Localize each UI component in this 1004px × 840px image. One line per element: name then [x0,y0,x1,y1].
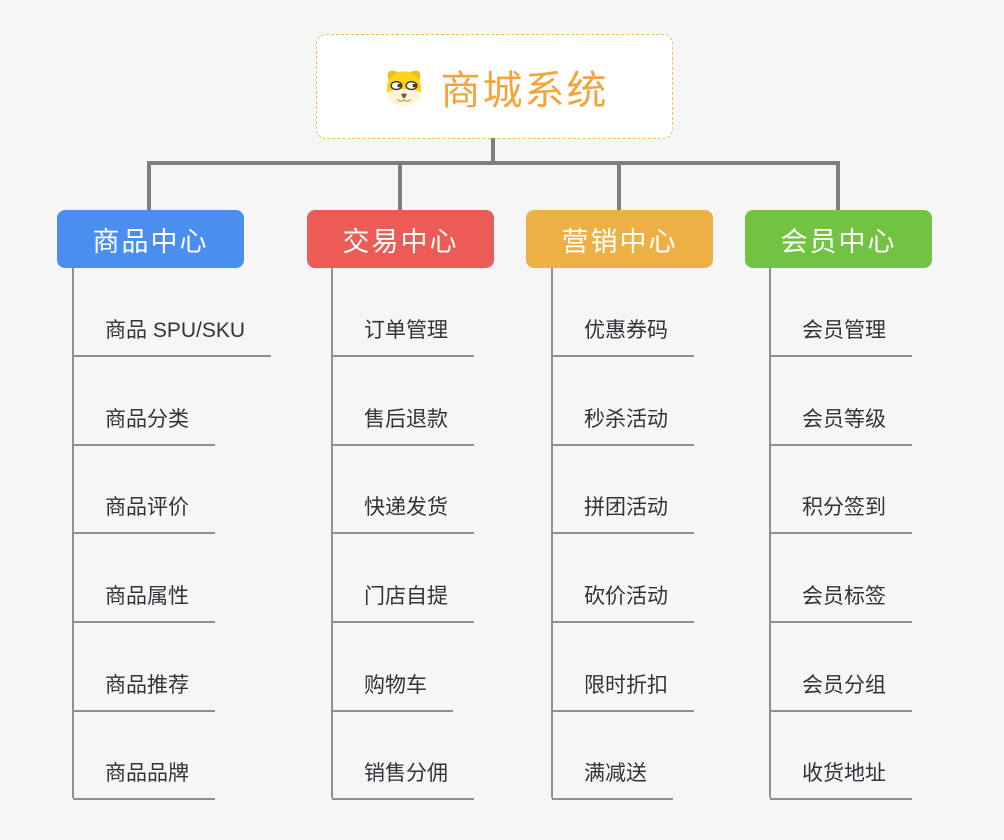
child-item[interactable]: 售后退款 [332,405,474,446]
dog-face-icon [386,70,421,106]
child-item[interactable]: 限时折扣 [552,671,694,712]
tree-connector-bus [147,161,840,165]
child-item-label: 商品属性 [105,585,189,608]
child-item-label: 订单管理 [364,319,448,342]
child-item-label: 商品评价 [105,496,189,519]
child-item-label: 购物车 [364,674,427,697]
child-item-label: 快递发货 [364,496,448,519]
tree-connector-stub [836,161,840,210]
child-item[interactable]: 订单管理 [332,316,474,357]
child-item-label: 商品 SPU/SKU [105,319,246,342]
child-item-label: 门店自提 [364,585,448,608]
branch-header-4[interactable]: 会员中心 [745,210,932,268]
child-item[interactable]: 砍价活动 [552,582,694,623]
child-item[interactable]: 收货地址 [770,759,912,800]
child-item-label: 积分签到 [802,496,886,519]
child-item[interactable]: 会员标签 [770,582,912,623]
child-item[interactable]: 商品评价 [73,493,215,534]
child-item[interactable]: 门店自提 [332,582,474,623]
child-item[interactable]: 秒杀活动 [552,405,694,446]
root-title: 商城系统 [440,68,609,113]
child-item[interactable]: 商品分类 [73,405,215,446]
branch-header-2[interactable]: 交易中心 [307,210,494,268]
child-item-label: 满减送 [584,762,647,785]
child-item-label: 秒杀活动 [584,408,668,431]
child-item[interactable]: 满减送 [552,759,673,800]
tree-connector-stub [147,161,151,210]
child-item-label: 商品推荐 [105,674,189,697]
branch-header-3[interactable]: 营销中心 [526,210,713,268]
child-item[interactable]: 优惠券码 [552,316,694,357]
child-item[interactable]: 商品 SPU/SKU [73,316,272,357]
root-node[interactable]: 商城系统 [316,34,673,139]
child-item[interactable]: 会员管理 [770,316,912,357]
branch-header-label: 商品中心 [92,226,209,257]
child-item[interactable]: 商品属性 [73,582,215,623]
child-item-label: 优惠券码 [584,319,668,342]
tree-connector-stub [398,161,402,210]
child-item[interactable]: 购物车 [332,671,453,712]
branch-header-label: 会员中心 [780,226,897,257]
child-item-label: 会员标签 [802,585,886,608]
child-item[interactable]: 积分签到 [770,493,912,534]
child-item-label: 会员分组 [802,674,886,697]
child-item-label: 收货地址 [802,762,886,785]
child-item-label: 拼团活动 [584,496,668,519]
child-item-label: 售后退款 [364,408,448,431]
child-item-label: 会员等级 [802,408,886,431]
child-item[interactable]: 快递发货 [332,493,474,534]
child-item-label: 商品分类 [105,408,189,431]
child-item-label: 销售分佣 [364,762,448,785]
branch-header-1[interactable]: 商品中心 [57,210,244,268]
branch-header-label: 营销中心 [561,226,678,257]
child-item-label: 商品品牌 [105,762,189,785]
branch-header-label: 交易中心 [342,226,459,257]
child-item[interactable]: 销售分佣 [332,759,474,800]
child-item-label: 会员管理 [802,319,886,342]
child-item[interactable]: 商品品牌 [73,759,215,800]
child-item[interactable]: 拼团活动 [552,493,694,534]
child-item-label: 砍价活动 [584,585,668,608]
child-item-label: 限时折扣 [584,674,668,697]
child-item[interactable]: 会员等级 [770,405,912,446]
child-item[interactable]: 会员分组 [770,671,912,712]
tree-connector-stub [617,161,621,210]
tree-connector-root-stub [491,138,495,165]
child-item[interactable]: 商品推荐 [73,671,215,712]
